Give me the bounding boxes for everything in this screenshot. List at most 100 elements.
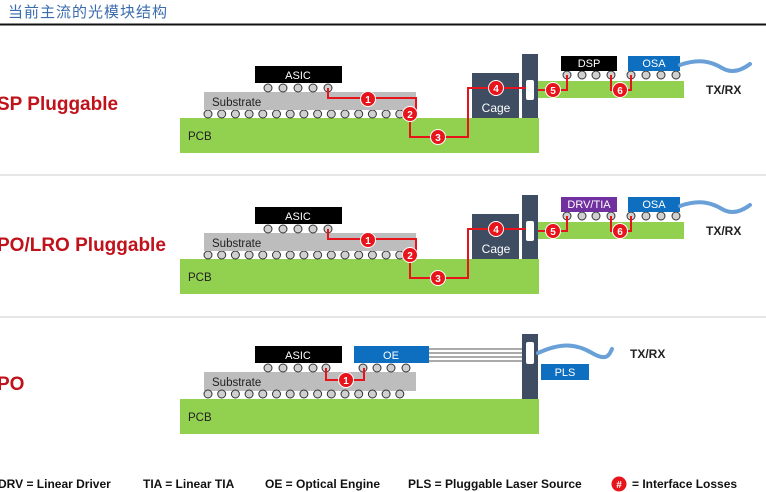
- badge-number: 1: [343, 376, 349, 387]
- badge-number: 5: [550, 227, 556, 238]
- solder-ball: [203, 109, 213, 119]
- badge-number: 1: [365, 236, 371, 247]
- txrx-label: TX/RX: [706, 83, 741, 97]
- solder-ball: [381, 250, 391, 260]
- legend: DRV = Linear Driver TIA = Linear TIA OE …: [0, 476, 737, 492]
- solder-ball: [258, 250, 268, 260]
- interface-loss-badge: 1: [338, 372, 354, 388]
- fiber-cable: [536, 343, 614, 360]
- solder-ball: [354, 109, 364, 119]
- badge-number: 2: [407, 110, 413, 121]
- txrx-label: TX/RX: [706, 224, 741, 238]
- solder-ball: [272, 109, 281, 119]
- interface-loss-badge: 3: [430, 129, 446, 145]
- solder-ball: [313, 250, 323, 260]
- solder-ball: [263, 224, 273, 234]
- solder-ball: [244, 250, 254, 260]
- solder-ball: [372, 363, 382, 373]
- badge-number: 6: [617, 227, 623, 238]
- chip-drv-tia: [561, 197, 617, 212]
- legend-item: = Interface Losses: [632, 477, 737, 491]
- solder-ball: [340, 389, 350, 399]
- solder-ball: [381, 109, 391, 119]
- solder-ball: [217, 109, 227, 119]
- badge-number: 1: [365, 95, 371, 106]
- badge-circle: [430, 129, 446, 145]
- badge-circle: [402, 247, 418, 263]
- asic-chip: [255, 66, 342, 83]
- legend-badge: #: [611, 476, 627, 492]
- pcb: [180, 259, 539, 294]
- chip1-label: DSP: [578, 58, 601, 70]
- pcb-label: PCB: [188, 272, 212, 284]
- solder-ball: [293, 83, 303, 93]
- connector-slot: [526, 342, 534, 364]
- solder-ball: [217, 389, 227, 399]
- badge-circle: [360, 91, 376, 107]
- connector-slot: [526, 80, 534, 100]
- asic-label: ASIC: [285, 350, 311, 362]
- interface-loss-badge: 5: [545, 82, 561, 98]
- solder-ball: [203, 250, 213, 260]
- chip-dsp: [561, 56, 617, 71]
- interface-loss-badge: 4: [488, 80, 504, 96]
- solder-ball: [367, 389, 377, 399]
- solder-ball: [641, 211, 651, 221]
- fiber-cable: [678, 200, 752, 214]
- solder-ball: [326, 389, 336, 399]
- fiber-bundle: [429, 348, 526, 362]
- section-label: SP Pluggable: [0, 94, 118, 115]
- solder-ball: [308, 83, 318, 93]
- solder-ball: [258, 389, 268, 399]
- osa-chip: [628, 197, 680, 212]
- osa-chip: [628, 56, 680, 71]
- solder-ball: [340, 109, 350, 119]
- badge-number: 5: [550, 86, 556, 97]
- solder-ball: [272, 389, 281, 399]
- interface-loss-badge: 1: [360, 232, 376, 248]
- pcb-label: PCB: [188, 131, 212, 143]
- solder-ball: [367, 250, 377, 260]
- pcb: [180, 118, 539, 153]
- connector-slot: [526, 221, 534, 241]
- pls-label: PLS: [555, 367, 576, 379]
- txrx-label: TX/RX: [630, 347, 665, 361]
- solder-ball: [367, 109, 377, 119]
- pcb-label: PCB: [188, 412, 212, 424]
- solder-ball: [656, 70, 666, 80]
- solder-ball: [591, 70, 601, 80]
- substrate-label: Substrate: [212, 97, 261, 109]
- solder-ball: [340, 250, 350, 260]
- solder-ball: [299, 389, 309, 399]
- solder-ball: [577, 70, 587, 80]
- solder-ball: [313, 389, 323, 399]
- asic-chip: [255, 346, 342, 363]
- substrate-label: Substrate: [212, 238, 261, 250]
- osa-label: OSA: [642, 199, 666, 211]
- legend-item: DRV = Linear Driver: [0, 477, 111, 491]
- pluggable-laser-source: [541, 364, 589, 380]
- solder-ball: [354, 250, 364, 260]
- section-label: PO/LRO Pluggable: [0, 235, 166, 256]
- legend-badge-symbol: #: [616, 480, 622, 491]
- interface-loss-badge: 6: [612, 223, 628, 239]
- interface-loss-badge: 1: [360, 91, 376, 107]
- solder-ball: [258, 109, 268, 119]
- chip1-label: DRV/TIA: [567, 199, 611, 211]
- solder-ball: [656, 211, 666, 221]
- solder-ball: [381, 389, 391, 399]
- badge-number: 3: [435, 274, 441, 285]
- legend-item: OE = Optical Engine: [265, 477, 380, 491]
- interface-loss-badge: 2: [402, 247, 418, 263]
- interface-loss-badge: 3: [430, 270, 446, 286]
- solder-ball: [203, 389, 213, 399]
- asic-chip: [255, 207, 342, 224]
- interface-loss-badge: 4: [488, 221, 504, 237]
- interface-loss-badge: 5: [545, 223, 561, 239]
- section-lpo-lro-pluggable: PO/LRO Pluggable PCBSubstrateASICCageDRV…: [0, 195, 752, 294]
- badge-number: 4: [493, 225, 499, 236]
- badge-circle: [488, 80, 504, 96]
- solder-ball: [577, 211, 587, 221]
